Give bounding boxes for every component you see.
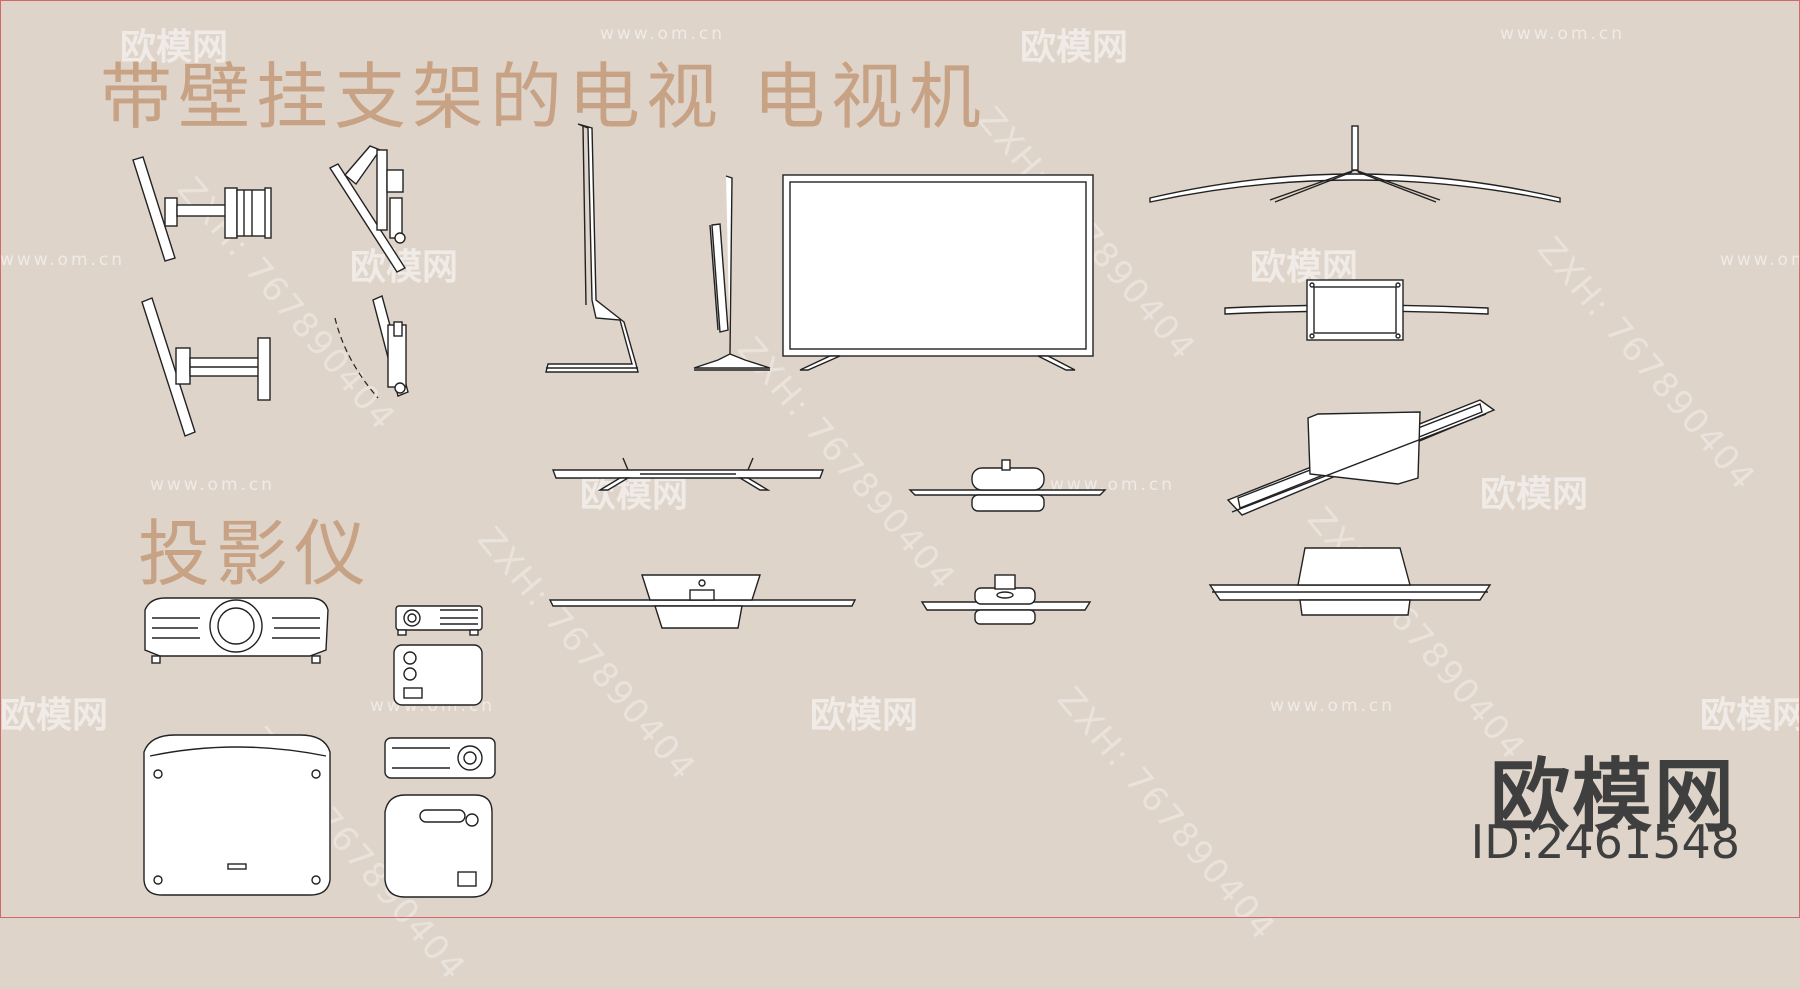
watermark-logo: 欧模网 bbox=[1480, 474, 1589, 515]
projector-top-view-small bbox=[384, 794, 493, 898]
projector-front-large bbox=[144, 597, 329, 664]
watermark-logo: 欧模网 bbox=[120, 27, 229, 68]
watermark-site: www.om.cn bbox=[1720, 250, 1800, 270]
watermark-site: www.om.cn bbox=[0, 250, 126, 270]
watermark-site: www.om.cn bbox=[600, 24, 726, 44]
sheet-border bbox=[0, 0, 1800, 918]
tv-bottom-view-pedestal bbox=[920, 574, 1092, 625]
tv-top-view-feet bbox=[551, 457, 825, 491]
brand-id: ID:2461548 bbox=[1470, 815, 1740, 869]
wall-mount-tv-extended-side bbox=[132, 156, 272, 262]
wall-mount-tv-pivot-side bbox=[334, 295, 409, 399]
tv-bottom-view-large-pedestal bbox=[1208, 547, 1492, 616]
wall-mount-tv-tilted-side bbox=[328, 145, 407, 273]
tv-bottom-view-feet bbox=[548, 574, 857, 629]
projector-top-small bbox=[393, 644, 483, 706]
brand-name: 欧模网 bbox=[1490, 750, 1736, 843]
curved-tv-back-view bbox=[1224, 279, 1489, 341]
tv-iso-view-pedestal bbox=[1226, 399, 1496, 516]
projector-front-small bbox=[395, 605, 483, 636]
watermark-site: www.om.cn bbox=[1500, 24, 1626, 44]
projector-section-title: 投影仪 bbox=[138, 512, 373, 596]
projector-bottom-large bbox=[143, 734, 331, 896]
watermark-site: www.om.cn bbox=[150, 475, 276, 495]
projector-side-small bbox=[384, 737, 496, 779]
watermark-site: www.om.cn bbox=[1270, 696, 1396, 716]
tv-section-title: 带壁挂支架的电视 电视机 bbox=[100, 55, 987, 139]
wall-mount-tv-arm-side bbox=[141, 297, 271, 437]
tv-side-profile-small bbox=[693, 175, 771, 371]
watermark-logo: 欧模网 bbox=[0, 695, 109, 736]
watermark-logo: 欧模网 bbox=[810, 695, 919, 736]
watermark-logo: 欧模网 bbox=[1020, 27, 1129, 68]
tv-top-view-pedestal bbox=[908, 459, 1107, 512]
curved-tv-top-view bbox=[1149, 125, 1561, 203]
cad-drawings bbox=[132, 123, 1561, 898]
tv-side-profile-large bbox=[545, 123, 639, 373]
watermark-logo: 欧模网 bbox=[580, 474, 689, 515]
watermark-logo: 欧模网 bbox=[1700, 695, 1800, 736]
tv-front-view bbox=[782, 174, 1094, 371]
